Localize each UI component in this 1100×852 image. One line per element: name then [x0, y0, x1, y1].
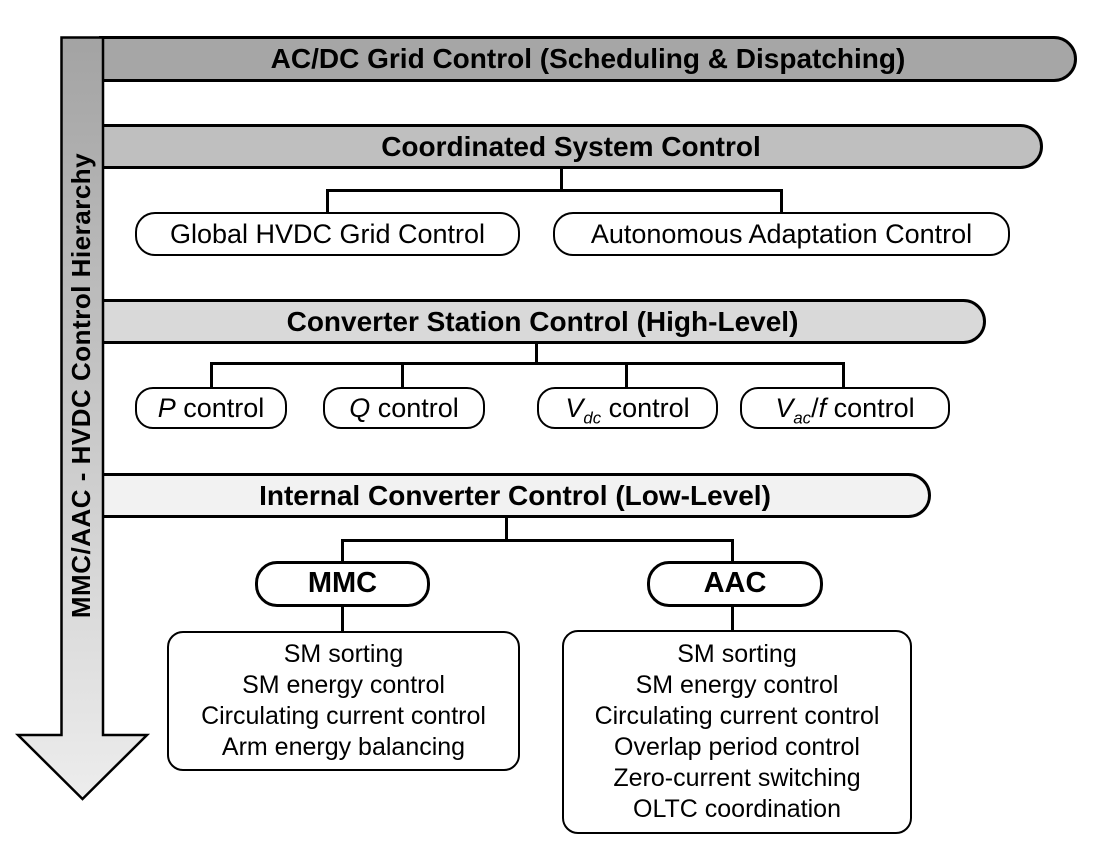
list-item: SM energy control — [635, 671, 839, 699]
list-item: Overlap period control — [614, 733, 860, 761]
connector-station-hline — [210, 362, 845, 365]
box-aac-label: AAC — [703, 567, 767, 599]
box-autonomous-adaptation-control: Autonomous Adaptation Control — [553, 212, 1010, 256]
connector-coordinated-stem — [560, 168, 563, 192]
aac-function-list: SM sorting SM energy control Circulating… — [562, 630, 912, 834]
list-item: SM sorting — [677, 640, 797, 668]
list-item: Circulating current control — [201, 702, 486, 730]
list-item: Circulating current control — [594, 702, 880, 730]
connector-internal-hline — [341, 539, 734, 542]
bar-converter-station-control: Converter Station Control (High-Level) — [99, 299, 986, 344]
bar-coordinated-system-control-label: Coordinated System Control — [381, 131, 761, 162]
p-symbol: P — [157, 393, 176, 423]
connector-internal-stem — [505, 517, 508, 541]
p-control-text: control — [175, 393, 265, 423]
list-item: Zero-current switching — [613, 764, 861, 792]
box-aac: AAC — [647, 561, 823, 607]
box-global-hvdc-grid-control: Global HVDC Grid Control — [135, 212, 520, 256]
q-control-text: control — [370, 393, 459, 423]
connector-drop-autonomous — [780, 189, 783, 214]
connector-drop-mmc — [341, 539, 344, 563]
connector-mmc-list-stem — [341, 605, 344, 633]
connector-drop-q — [401, 362, 404, 388]
slash-text: / — [811, 393, 819, 423]
connector-station-stem — [535, 343, 538, 365]
list-item: SM sorting — [283, 640, 404, 668]
bar-internal-converter-control-label: Internal Converter Control (Low-Level) — [259, 480, 771, 511]
connector-drop-p — [210, 362, 213, 388]
connector-drop-global — [326, 189, 329, 214]
box-mmc-label: MMC — [307, 567, 378, 599]
connector-drop-vacf — [842, 362, 845, 388]
box-global-hvdc-grid-control-label: Global HVDC Grid Control — [169, 219, 486, 249]
box-p-control: P control — [135, 387, 287, 429]
vacf-control-text: control — [826, 393, 915, 423]
vac-subscript: ac — [793, 408, 812, 428]
list-item: SM energy control — [242, 671, 445, 699]
bar-coordinated-system-control: Coordinated System Control — [99, 124, 1043, 169]
connector-coordinated-hline — [326, 189, 783, 192]
box-vacf-control: Vac/f control — [740, 387, 950, 429]
list-item: Arm energy balancing — [221, 733, 466, 761]
bar-acdc-grid-control-label: AC/DC Grid Control (Scheduling & Dispatc… — [270, 43, 906, 74]
bar-internal-converter-control: Internal Converter Control (Low-Level) — [99, 473, 931, 518]
vdc-subscript: dc — [583, 408, 602, 428]
list-item: OLTC coordination — [633, 795, 841, 823]
vdc-symbol: V — [565, 393, 584, 423]
bar-converter-station-control-label: Converter Station Control (High-Level) — [286, 306, 799, 337]
connector-drop-vdc — [625, 362, 628, 388]
box-q-control: Q control — [323, 387, 485, 429]
box-autonomous-adaptation-control-label: Autonomous Adaptation Control — [590, 219, 973, 249]
vdc-control-text: control — [601, 393, 690, 423]
f-symbol: f — [818, 393, 827, 423]
q-symbol: Q — [349, 393, 371, 423]
box-mmc: MMC — [255, 561, 430, 607]
box-vdc-control: Vdc control — [537, 387, 718, 429]
vac-symbol: V — [775, 393, 794, 423]
mmc-function-list: SM sorting SM energy control Circulating… — [167, 631, 520, 771]
hierarchy-arrow-label: MMC/AAC - HVDC Control Hierarchy — [66, 152, 96, 619]
connector-drop-aac — [731, 539, 734, 563]
connector-aac-list-stem — [731, 605, 734, 632]
bar-acdc-grid-control: AC/DC Grid Control (Scheduling & Dispatc… — [99, 36, 1077, 82]
